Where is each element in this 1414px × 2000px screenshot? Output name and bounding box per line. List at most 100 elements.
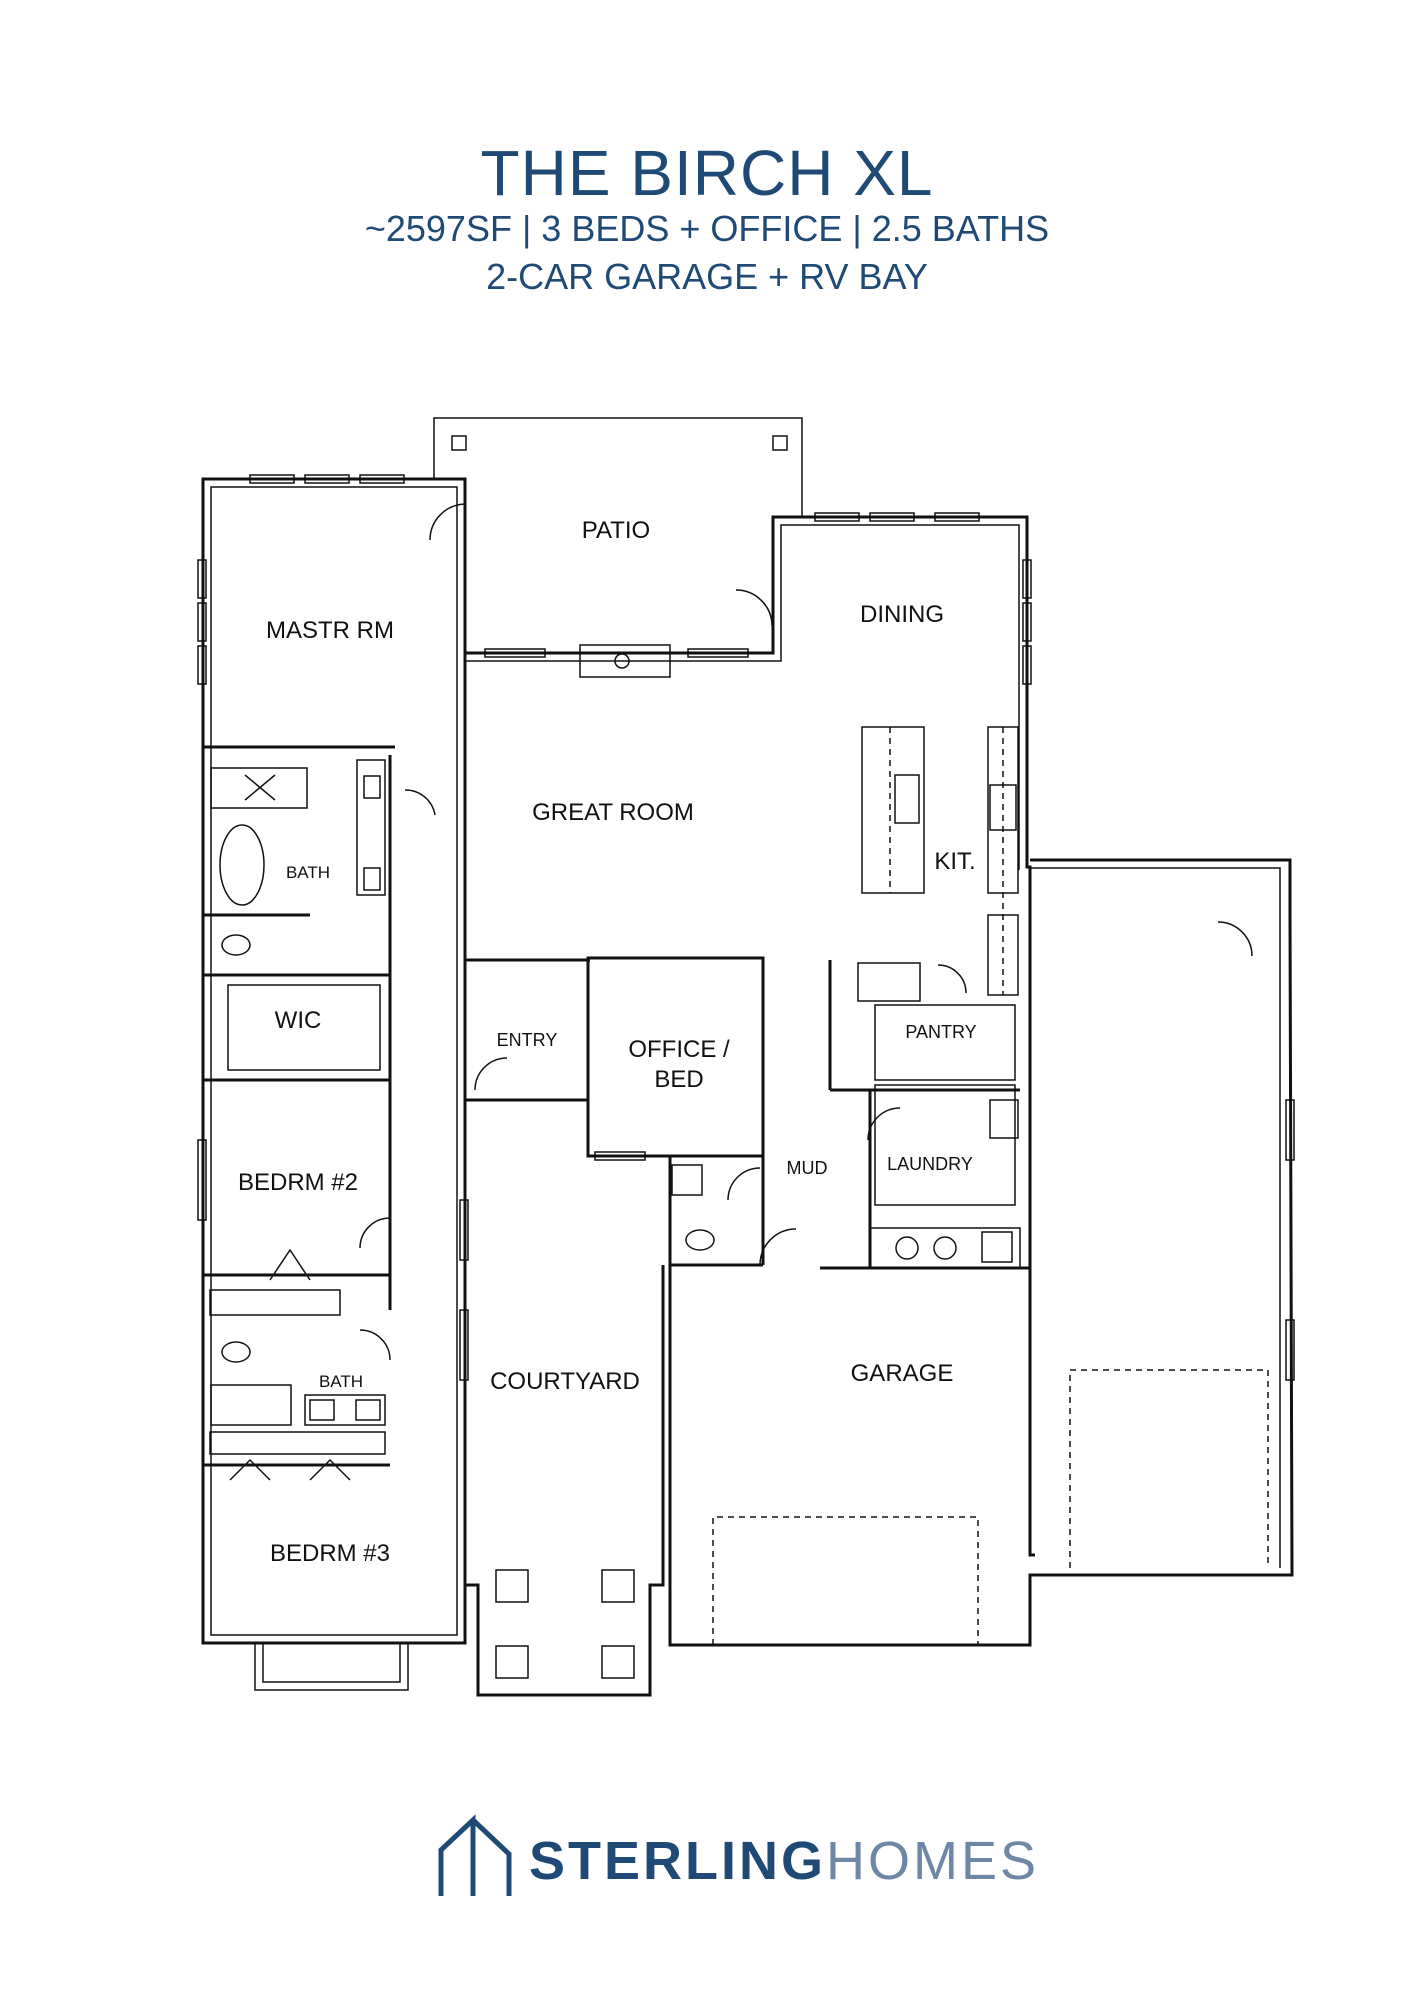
toilet <box>685 1229 715 1251</box>
window <box>1022 559 1032 599</box>
closet-bifold <box>269 1248 311 1281</box>
window <box>197 602 207 642</box>
courtyard-post <box>601 1645 635 1679</box>
plan-garage-specs: 2-CAR GARAGE + RV BAY <box>486 256 928 297</box>
brand-name-bold: STERLING <box>529 1831 827 1891</box>
wic-shelving <box>227 984 381 1071</box>
sink <box>363 867 381 891</box>
door-swing <box>429 503 467 541</box>
window <box>814 512 860 522</box>
bathtub <box>219 824 265 906</box>
courtyard-post <box>601 1569 635 1603</box>
brand-name-light: HOMES <box>826 1831 1040 1891</box>
toilet <box>221 1341 251 1363</box>
garage-door-opening <box>712 1516 979 1645</box>
room-label-entry: ENTRY <box>497 1030 558 1050</box>
window <box>459 1199 469 1261</box>
room-label-great-room: GREAT ROOM <box>532 799 694 826</box>
laundry-counter <box>874 1084 1016 1206</box>
door-swing <box>727 1167 761 1201</box>
room-label-master: MASTR RM <box>266 617 394 644</box>
garage-outline <box>668 858 1294 1647</box>
window <box>359 474 405 484</box>
vanity <box>304 1394 386 1426</box>
kitchen-sink <box>894 774 920 824</box>
window <box>1022 602 1032 642</box>
rv-bay-opening <box>1069 1369 1269 1568</box>
door-swing <box>759 1228 797 1266</box>
water-heater <box>981 1231 1013 1263</box>
window <box>197 1139 207 1221</box>
door-swing <box>359 1329 391 1361</box>
room-label-wic: WIC <box>275 1007 322 1034</box>
window <box>197 559 207 599</box>
room-label-bedroom3: BEDRM #3 <box>270 1540 390 1567</box>
window <box>484 648 546 658</box>
interior-walls <box>203 745 1030 1467</box>
exterior-walls <box>201 417 1294 1697</box>
fireplace-grate <box>614 653 630 669</box>
room-label-dining: DINING <box>860 601 944 628</box>
window <box>594 1151 646 1161</box>
courtyard-post <box>495 1645 529 1679</box>
room-label-office-line2: BED <box>654 1066 703 1093</box>
shower <box>210 767 308 809</box>
appliance-bay <box>869 1227 1021 1269</box>
window <box>304 474 350 484</box>
window <box>197 645 207 685</box>
door-swing <box>404 789 436 816</box>
courtyard-outline <box>465 1265 665 1697</box>
sink <box>309 1399 335 1421</box>
bay-window <box>254 1643 409 1691</box>
window <box>1022 645 1032 685</box>
doors <box>229 503 1253 1481</box>
window <box>249 474 295 484</box>
main-outline-inner <box>465 524 1020 870</box>
closet-shelf <box>209 1431 386 1455</box>
washer <box>895 1236 919 1260</box>
patio-post <box>772 435 788 451</box>
room-label-mud: MUD <box>787 1158 828 1178</box>
brand-name: STERLINGHOMES <box>529 1830 1039 1892</box>
door-swing <box>1217 921 1253 957</box>
fireplace <box>579 644 671 678</box>
pantry-shelf <box>874 1004 1016 1081</box>
window <box>934 512 980 522</box>
dryer <box>933 1236 957 1260</box>
patio-outline <box>433 417 803 517</box>
door-swing <box>937 964 967 994</box>
window <box>869 512 915 522</box>
kitchen-island <box>861 726 925 894</box>
bay-window-inner <box>262 1643 401 1683</box>
door-swing <box>735 589 773 627</box>
window <box>687 648 749 658</box>
vanity <box>356 759 386 896</box>
house-logo-icon <box>438 1814 512 1896</box>
room-label-bedroom2: BEDRM #2 <box>238 1169 358 1196</box>
powder-sink <box>671 1164 703 1196</box>
dashed-elements <box>465 727 1269 1645</box>
closet-bifold <box>309 1458 351 1481</box>
shower-drain-mark <box>244 774 276 801</box>
room-label-patio: PATIO <box>582 517 650 544</box>
office-walls <box>586 956 765 1158</box>
closet-shelf <box>209 1289 341 1316</box>
sink <box>363 775 381 799</box>
window <box>459 1309 469 1381</box>
door-swing <box>867 1107 901 1141</box>
closet-bifold <box>229 1458 271 1481</box>
door-swing <box>474 1057 508 1091</box>
bedroom-wing-inner <box>210 486 458 1636</box>
courtyard-post <box>495 1569 529 1603</box>
room-label-office-line1: OFFICE / <box>628 1036 730 1063</box>
brand-logo: STERLINGHOMES <box>437 1800 1036 1900</box>
door-swing <box>359 1217 391 1249</box>
sink <box>355 1399 381 1421</box>
garage-outline-inner <box>1030 867 1281 1568</box>
toilet <box>221 934 251 956</box>
plan-title: THE BIRCH XL <box>480 137 934 209</box>
bedroom-wing-outline <box>201 477 467 1645</box>
laundry-sink <box>989 1099 1019 1139</box>
window <box>1285 1319 1295 1381</box>
